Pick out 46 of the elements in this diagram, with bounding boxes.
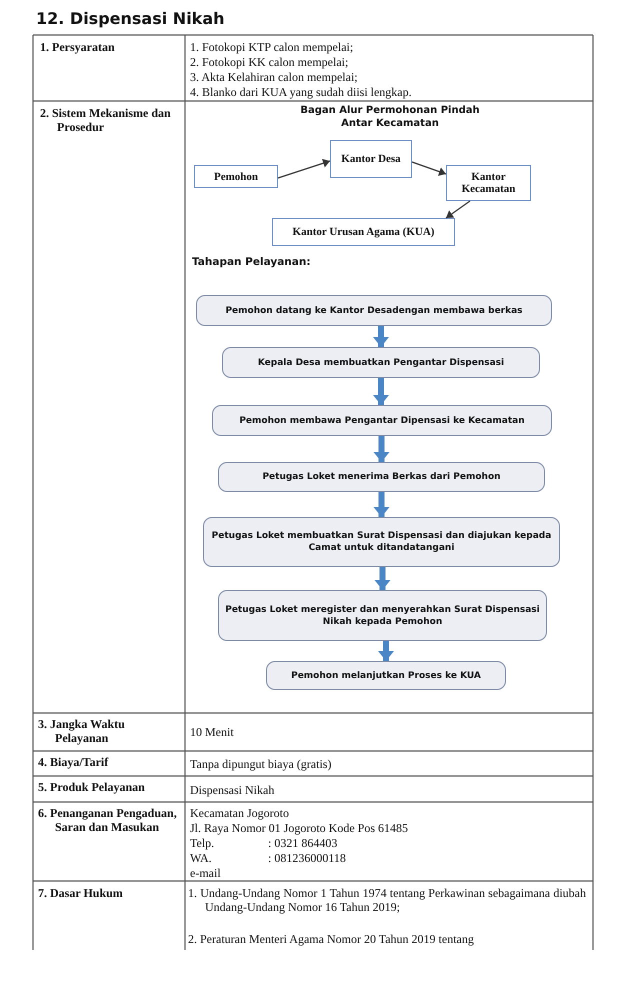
list-item: 4. Blanko dari KUA yang sudah diisi lengkap. (190, 85, 413, 99)
list-item: 1. Undang-Undang Nomor 1 Tahun 1974 tentang Perkawinan sebagaimana diubah Undang-Undang Nomor 16 Tahun 2019; (188, 886, 586, 914)
table-text: Dispensasi Nikah (190, 783, 276, 797)
table-text: Telp. (190, 836, 216, 850)
row-label: 6. Penanganan Pengaduan, Saran dan Masukan (38, 806, 178, 834)
row-label: 4. Biaya/Tarif (38, 755, 110, 769)
list-item: 3. Akta Kelahiran calon mempelai; (190, 70, 359, 84)
arrow (373, 378, 389, 405)
flowchart-title: Bagan Alur Permohonan Pindah Antar Kecamatan (299, 104, 481, 130)
step-box: Petugas Loket meregister dan menyerahkan Surat Dispensasi Nikah kepada Pemohon (218, 590, 547, 641)
step-box: Pemohon datang ke Kantor Desadengan membawa berkas (196, 295, 552, 326)
row-label: 3. Jangka Waktu Pelayanan (38, 717, 126, 745)
step-box: Petugas Loket membuatkan Surat Dispensasi dan diajukan kepada Camat untuk ditandatangani (203, 517, 560, 567)
table-text: 10 Menit (190, 725, 235, 739)
list-item: 2. Fotokopi KK calon mempelai; (190, 55, 350, 69)
table-text: : 081236000118 (268, 851, 347, 865)
arrow (412, 161, 446, 176)
step-box: Kepala Desa membuatkan Pengantar Dispensasi (222, 347, 540, 378)
process-box: Kantor Urusan Agama (KUA) (272, 218, 455, 246)
arrow (278, 158, 330, 179)
table-text: : 0321 864403 (268, 836, 338, 850)
table-text: WA. (190, 851, 213, 865)
step-box: Pemohon melanjutkan Proses ke KUA (266, 661, 506, 690)
table-text: Kecamatan Jogoroto (190, 806, 290, 820)
arrow (373, 326, 389, 347)
table-text: Jl. Raya Nomor 01 Jogoroto Kode Pos 61485 (190, 821, 409, 835)
arrow (374, 492, 390, 517)
list-item: 2. Peraturan Menteri Agama Nomor 20 Tahun 2019 tentang (188, 932, 475, 946)
row-label: 5. Produk Pelayanan (38, 780, 146, 794)
arrow (374, 567, 390, 590)
subheading: Tahapan Pelayanan: (192, 255, 312, 269)
step-box: Petugas Loket menerima Berkas dari Pemohon (218, 462, 545, 492)
table-text: Tanpa dipungut biaya (gratis) (190, 757, 332, 771)
arrow (378, 641, 394, 661)
arrow (446, 200, 470, 218)
arrow (374, 436, 390, 462)
process-box: Kantor Desa (330, 140, 412, 178)
list-item: 1. Fotokopi KTP calon mempelai; (190, 40, 354, 54)
process-box: Pemohon (194, 165, 278, 188)
section-title: 12. Dispensasi Nikah (36, 10, 224, 28)
table-text: e-mail (190, 866, 222, 880)
row-label: 1. Persyaratan (40, 40, 116, 54)
row-label: 2. Sistem Mekanisme dan Prosedur (40, 106, 172, 134)
process-box: Kantor Kecamatan (446, 165, 531, 201)
step-box: Pemohon membawa Pengantar Dipensasi ke Kecamatan (212, 405, 552, 436)
row-label: 7. Dasar Hukum (38, 886, 124, 900)
